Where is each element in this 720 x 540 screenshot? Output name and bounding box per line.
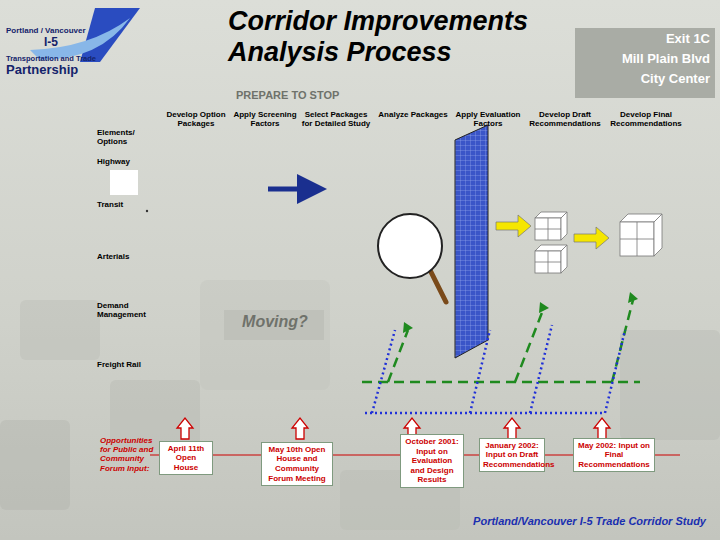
step-header: Select Packages for Detailed Study [301, 110, 371, 128]
logo-text: Portland / Vancouver [6, 26, 116, 35]
step-header: Develop Option Packages [161, 110, 231, 128]
sign-text: Mill Plain Blvd [580, 52, 710, 67]
row-label: Transit [97, 200, 157, 209]
partnership-logo [4, 4, 190, 80]
logo-text: Partnership [6, 63, 116, 78]
step-header: Develop Draft Recommendations [526, 110, 604, 128]
road-sign [575, 28, 715, 98]
sign-text: City Center [580, 72, 710, 87]
slide-title: Corridor Improvements Analysis Process [228, 6, 558, 68]
event-text: May 2002: Input on Final Recommendations [577, 441, 651, 470]
event-text: May 10th Open House and Community Forum … [265, 445, 329, 483]
step-header: Develop Final Recommendations [606, 110, 686, 128]
timeline-connector [545, 455, 573, 456]
magnifier-icon [378, 214, 446, 302]
row-label: Freight Rail [97, 360, 157, 369]
bus-text: Moving? [228, 313, 322, 331]
yellow-arrow [574, 227, 609, 249]
feedback-dashed [362, 300, 640, 382]
row-label: Demand Management [97, 301, 157, 319]
input-event-box: May 2002: Input on Final Recommendations [573, 438, 655, 473]
draft-cubes [535, 212, 567, 273]
event-text: October 2001: Input on Evaluation and De… [404, 437, 460, 485]
input-heading: Opportunities for Public and Community F… [100, 436, 160, 473]
evaluation-filter [455, 125, 488, 358]
feedback-dotted [365, 325, 625, 413]
dot [146, 210, 148, 212]
row-label: Arterials [97, 252, 157, 261]
row-label: Highway [97, 157, 157, 166]
sign-text: Exit 1C [580, 32, 710, 47]
option-box [110, 170, 138, 195]
step-header: Apply Evaluation Factors [452, 110, 524, 128]
timeline-connector [464, 455, 479, 456]
event-text: January 2002: Input on Draft Recommendat… [483, 441, 541, 470]
step-header: Apply Screening Factors [230, 110, 300, 128]
row-header: Elements/ Options [97, 128, 157, 146]
bus-panel [224, 310, 324, 340]
sign-text: PREPARE TO STOP [236, 89, 356, 102]
final-cube [620, 214, 662, 256]
timeline-connector [333, 455, 400, 456]
input-arrows [177, 418, 610, 439]
yellow-arrow [496, 215, 531, 237]
input-event-box: May 10th Open House and Community Forum … [261, 442, 333, 486]
traffic-photo [0, 280, 720, 530]
input-event-box: January 2002: Input on Draft Recommendat… [479, 438, 545, 473]
timeline-line [655, 455, 680, 456]
logo-text: I-5 [44, 36, 74, 50]
footer-caption: Portland/Vancouver I-5 Trade Corridor St… [473, 515, 706, 528]
feedback-heads [403, 292, 638, 333]
screening-arrow [268, 187, 312, 192]
step-header: Analyze Packages [375, 110, 451, 119]
input-event-box: October 2001: Input on Evaluation and De… [400, 434, 464, 488]
input-event-box: April 11th Open House [159, 441, 213, 476]
event-text: April 11th Open House [163, 444, 209, 473]
timeline-connector [213, 455, 261, 456]
